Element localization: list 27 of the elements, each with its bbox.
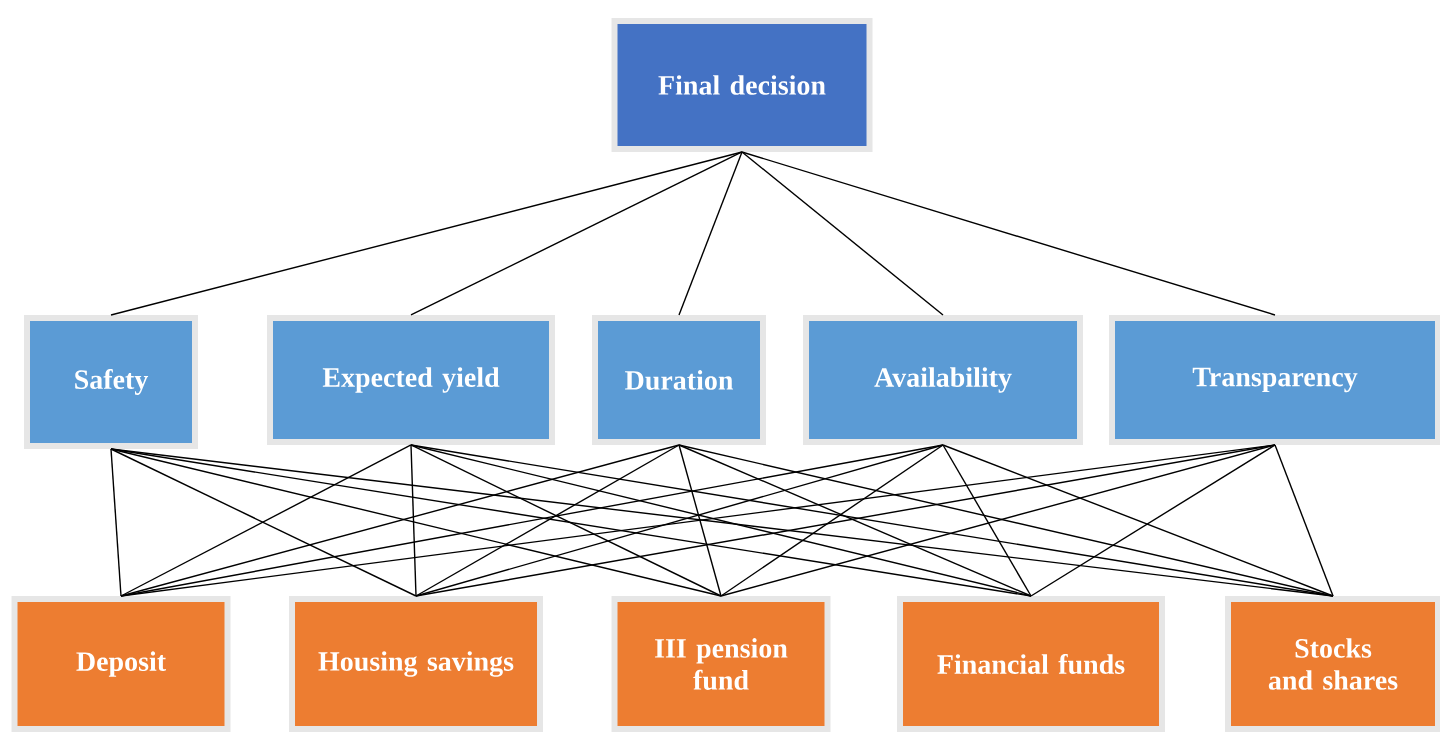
alternative-box: Deposit	[11, 596, 231, 732]
connector-line	[415, 444, 680, 597]
connector-line	[1274, 444, 1334, 597]
connector-line	[410, 151, 743, 316]
connector-line	[410, 444, 417, 597]
connector-line	[678, 444, 722, 597]
connector-line	[678, 444, 1032, 597]
alternative-box: Housing savings	[289, 596, 543, 732]
connector-line	[720, 444, 1276, 597]
connector-line	[942, 444, 1334, 597]
alternative-box: Financial funds	[897, 596, 1165, 732]
connector-line	[678, 151, 743, 316]
goal-box: Final decision	[611, 18, 873, 152]
criterion-box: Duration	[592, 315, 766, 445]
connector-line	[741, 151, 1276, 316]
connector-line	[720, 444, 944, 597]
connector-line	[110, 448, 122, 597]
alternative-box: Stocks and shares	[1225, 596, 1440, 732]
criterion-box: Expected yield	[267, 315, 555, 445]
criterion-box: Transparency	[1109, 315, 1440, 445]
alternative-box: III pension fund	[611, 596, 831, 732]
connector-line	[741, 151, 944, 316]
connector-line	[410, 444, 722, 597]
criterion-box: Availability	[803, 315, 1083, 445]
connector-line	[1030, 444, 1276, 597]
criterion-box: Safety	[24, 315, 198, 449]
connector-line	[942, 444, 1032, 597]
